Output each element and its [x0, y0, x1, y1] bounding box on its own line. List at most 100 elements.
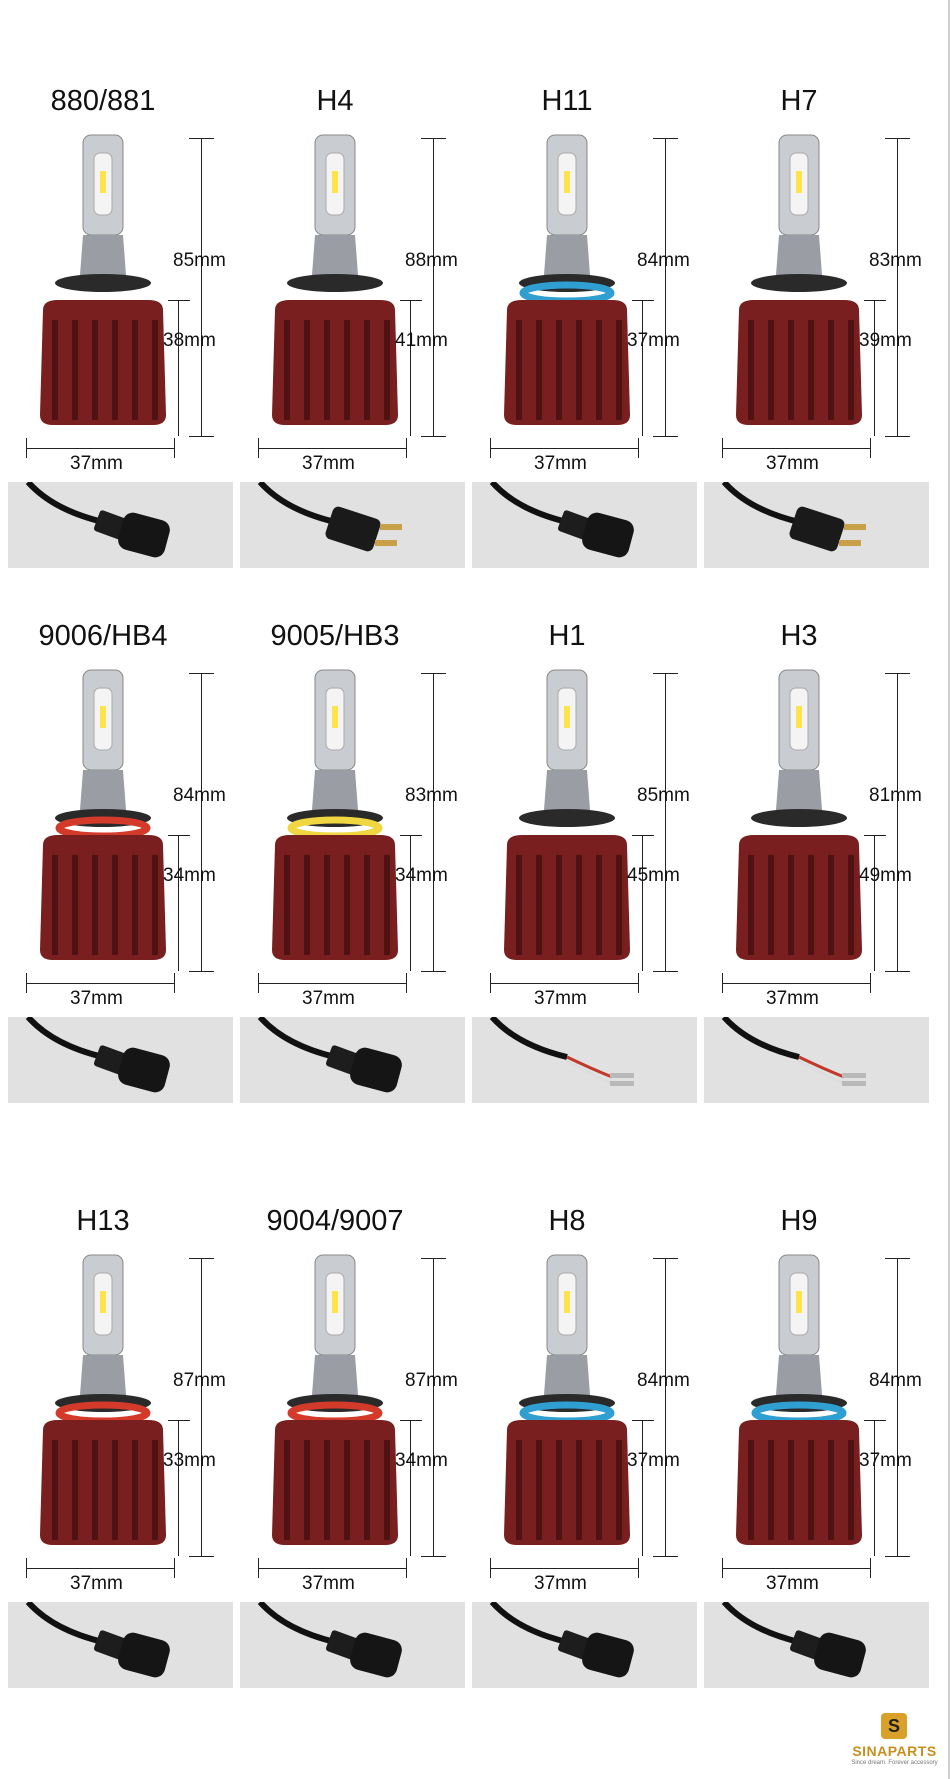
base-height-label: 34mm — [163, 865, 216, 886]
dimension-tick — [26, 1558, 27, 1578]
base-height-label: 38mm — [163, 330, 216, 351]
base-height-label: 34mm — [395, 1450, 448, 1471]
connector-plug-image — [8, 1017, 233, 1103]
dimension-tick — [189, 971, 214, 972]
dimension-tick — [26, 438, 27, 458]
height-dimension-line — [897, 673, 898, 971]
dimension-tick — [885, 436, 910, 437]
base-dimension-line — [178, 1420, 179, 1556]
overall-height-label: 83mm — [869, 250, 922, 271]
height-dimension-line — [433, 673, 434, 971]
led-bulb-image — [724, 660, 874, 975]
base-dimension-line — [178, 835, 179, 971]
dimension-tick — [174, 1558, 175, 1578]
base-dimension-line — [874, 1420, 875, 1556]
dimension-tick — [885, 1556, 910, 1557]
bulb-model-title: H1 — [548, 620, 586, 652]
base-dimension-line — [642, 300, 643, 436]
dimension-tick — [722, 973, 723, 993]
connector-plug-image — [240, 1602, 465, 1688]
bulb-model-title: H13 — [76, 1205, 130, 1237]
dimension-tick — [885, 138, 910, 139]
width-dimension-line — [26, 983, 174, 984]
height-dimension-line — [897, 138, 898, 436]
dimension-tick — [632, 300, 654, 301]
dimension-tick — [864, 835, 886, 836]
brand-tagline: Since dream. Forever accessory — [851, 1760, 938, 1766]
bulb-model-title: H11 — [541, 85, 593, 117]
width-label: 37mm — [534, 453, 587, 474]
dimension-tick — [653, 673, 678, 674]
base-dimension-line — [410, 1420, 411, 1556]
dimension-tick — [653, 138, 678, 139]
base-height-label: 37mm — [627, 1450, 680, 1471]
led-bulb-image — [492, 1245, 642, 1560]
dimension-tick — [258, 1558, 259, 1578]
dimension-tick — [885, 971, 910, 972]
dimension-tick — [632, 835, 654, 836]
width-dimension-line — [490, 448, 638, 449]
base-height-label: 39mm — [859, 330, 912, 351]
led-bulb-image — [28, 1245, 178, 1560]
width-dimension-line — [258, 1568, 406, 1569]
bulb-model-title: H4 — [316, 85, 354, 117]
led-bulb-image — [260, 125, 410, 440]
dimension-tick — [258, 973, 259, 993]
connector-plug-image — [704, 1017, 929, 1103]
connector-plug-image — [472, 1602, 697, 1688]
bulb-model-title: 9005/HB3 — [270, 620, 400, 652]
dimension-tick — [722, 1558, 723, 1578]
width-dimension-line — [722, 1568, 870, 1569]
connector-plug-image — [704, 1602, 929, 1688]
dimension-tick — [653, 436, 678, 437]
connector-plug-image — [240, 1017, 465, 1103]
dimension-tick — [406, 1558, 407, 1578]
width-label: 37mm — [302, 1573, 355, 1594]
bulb-model-title: H9 — [780, 1205, 818, 1237]
height-dimension-line — [433, 1258, 434, 1556]
dimension-tick — [653, 1258, 678, 1259]
bulb-model-title: 880/881 — [50, 85, 156, 117]
dimension-tick — [864, 1420, 886, 1421]
overall-height-label: 84mm — [173, 785, 226, 806]
dimension-tick — [26, 973, 27, 993]
width-label: 37mm — [534, 988, 587, 1009]
dimension-tick — [174, 973, 175, 993]
dimension-tick — [174, 438, 175, 458]
brand-badge: S — [881, 1713, 907, 1739]
width-dimension-line — [26, 448, 174, 449]
width-label: 37mm — [70, 1573, 123, 1594]
width-dimension-line — [26, 1568, 174, 1569]
connector-plug-image — [472, 482, 697, 568]
dimension-tick — [638, 1558, 639, 1578]
base-height-label: 34mm — [395, 865, 448, 886]
base-dimension-line — [642, 835, 643, 971]
dimension-tick — [490, 1558, 491, 1578]
dimension-tick — [189, 1556, 214, 1557]
dimension-tick — [421, 138, 446, 139]
dimension-tick — [870, 438, 871, 458]
overall-height-label: 83mm — [405, 785, 458, 806]
width-dimension-line — [490, 1568, 638, 1569]
bulb-model-title: 9004/9007 — [266, 1205, 404, 1237]
led-bulb-image — [724, 125, 874, 440]
overall-height-label: 87mm — [173, 1370, 226, 1391]
dimension-tick — [722, 438, 723, 458]
dimension-tick — [870, 973, 871, 993]
connector-plug-image — [472, 1017, 697, 1103]
dimension-tick — [870, 1558, 871, 1578]
height-dimension-line — [201, 1258, 202, 1556]
height-dimension-line — [897, 1258, 898, 1556]
dimension-tick — [864, 300, 886, 301]
led-bulb-image — [28, 660, 178, 975]
base-height-label: 41mm — [395, 330, 448, 351]
width-label: 37mm — [766, 1573, 819, 1594]
dimension-tick — [189, 673, 214, 674]
dimension-tick — [653, 1556, 678, 1557]
